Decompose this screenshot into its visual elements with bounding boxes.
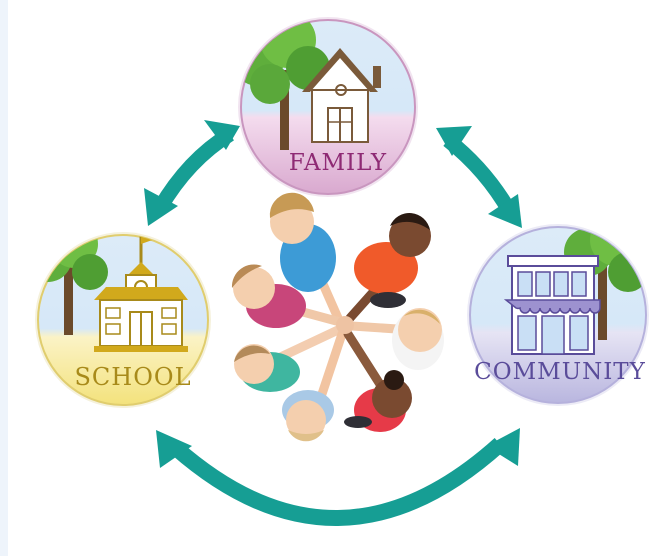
- school-building-icon: [94, 235, 188, 352]
- child-light-blue-shirt: [282, 390, 334, 442]
- house-icon: [302, 48, 381, 143]
- arrow-family-community: [436, 126, 522, 228]
- arrow-school-family: [144, 120, 240, 226]
- diagram-stage: FAMILY SCHOOL COMMUNITY: [8, 0, 660, 556]
- child-orange-shirt: [354, 213, 431, 308]
- child-green-shirt: [234, 344, 300, 392]
- storefront-building-icon: [503, 255, 601, 355]
- children-circle-photo: [231, 192, 444, 442]
- school-label: SCHOOL: [74, 363, 192, 391]
- community-label: COMMUNITY: [474, 359, 646, 385]
- family-label: FAMILY: [288, 150, 388, 176]
- child-blue-shirt: [269, 192, 336, 292]
- child-red-shirt: [344, 370, 412, 432]
- child-plaid-shirt: [231, 264, 306, 328]
- diagram-canvas: [35, 17, 649, 526]
- arrow-school-community: [156, 428, 520, 526]
- family-node: [238, 17, 418, 197]
- child-white-shirt: [392, 308, 444, 370]
- school-node: [35, 232, 211, 408]
